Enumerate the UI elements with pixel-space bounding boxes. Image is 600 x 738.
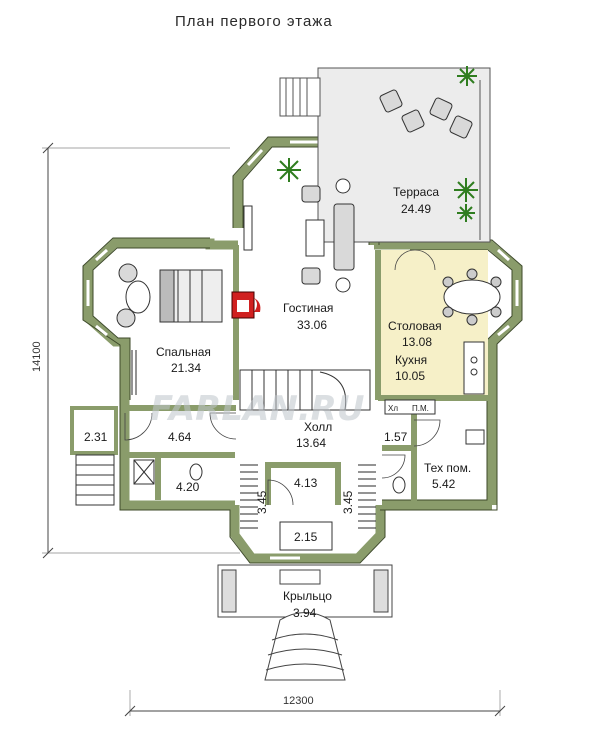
fridge-label: Хл <box>388 404 398 413</box>
plant-icon <box>277 66 478 222</box>
watermark: FARLAN.RU <box>150 389 364 429</box>
room-345-left-area: 3.45 <box>255 490 269 514</box>
interior-walls <box>125 245 488 505</box>
terrace-area: 24.49 <box>401 202 431 216</box>
shower-icon <box>133 459 155 485</box>
room-413-area: 4.13 <box>294 476 318 490</box>
windows <box>86 140 519 560</box>
dining-area: 13.08 <box>402 335 432 349</box>
dining-name: Столовая <box>388 319 442 333</box>
porch-area: 3.94 <box>293 606 317 620</box>
tech-area: 5.42 <box>432 477 456 491</box>
bedroom-name: Спальная <box>156 345 211 359</box>
left-entry <box>70 406 118 506</box>
kitchen-area: 10.05 <box>395 369 425 383</box>
room-420-area: 4.20 <box>176 480 200 494</box>
width-dimension: 12300 <box>124 690 506 717</box>
bed-icon <box>116 263 223 328</box>
porch-name: Крыльцо <box>283 589 332 603</box>
hall-name: Холл <box>304 420 332 434</box>
fireplace-icon <box>231 291 261 319</box>
tech-name: Тех пом. <box>424 461 471 475</box>
sofa-icon <box>243 178 355 293</box>
armchair-icon <box>379 89 473 139</box>
room-231-area: 2.31 <box>84 430 108 444</box>
room-labels: Терраса 24.49 Гостиная 33.06 Спальная 21… <box>84 185 471 620</box>
doors <box>124 249 441 506</box>
vestibule <box>279 521 333 551</box>
room-464-area: 4.64 <box>168 430 192 444</box>
hall-area: 13.64 <box>296 436 326 450</box>
kitchen-name: Кухня <box>395 353 427 367</box>
room-157-area: 1.57 <box>384 430 408 444</box>
height-dimension: 14100 <box>31 142 240 559</box>
terrace-name: Терраса <box>393 185 439 199</box>
living-name: Гостиная <box>283 301 333 315</box>
width-dimension-label: 12300 <box>283 695 314 707</box>
dishwasher-label: П.М. <box>412 404 429 413</box>
living-area: 33.06 <box>297 318 327 332</box>
room-345-right-area: 3.45 <box>341 490 355 514</box>
kitchen-counter <box>384 341 485 415</box>
dining-table-icon <box>442 268 502 326</box>
wardrobe-hatch <box>131 350 376 529</box>
toilet-icon <box>189 429 485 494</box>
bedroom-area: 21.34 <box>171 361 201 375</box>
front-porch <box>217 564 393 681</box>
room-215-area: 2.15 <box>294 530 318 544</box>
height-dimension-label: 14100 <box>31 341 43 372</box>
stairs-icon <box>239 369 371 411</box>
plan-title: План первого этажа <box>175 13 333 30</box>
